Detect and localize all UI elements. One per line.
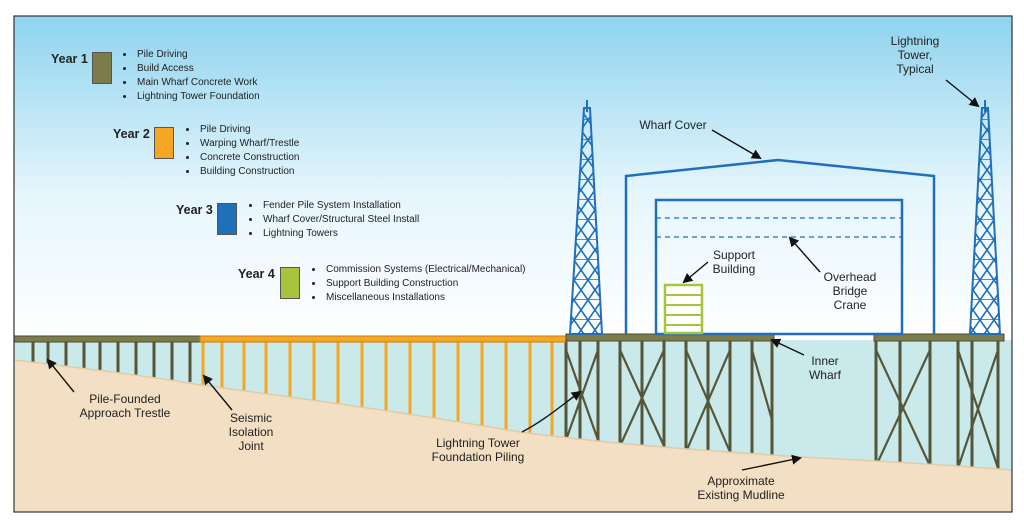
task-item: Warping Wharf/Trestle <box>198 137 300 151</box>
sky <box>14 16 1012 342</box>
year-2-tasks: Pile Driving Warping Wharf/Trestle Concr… <box>184 123 300 179</box>
task-item: Commission Systems (Electrical/Mechanica… <box>324 263 526 277</box>
inner-wharf-deck <box>873 333 1005 342</box>
wharf-cover-label: Wharf Cover <box>639 118 707 132</box>
task-item: Wharf Cover/Structural Steel Install <box>261 213 419 227</box>
year-4-swatch <box>280 267 300 299</box>
mudline-edge <box>13 359 1013 471</box>
mud <box>14 360 1012 512</box>
lightning-tower-left <box>568 100 604 335</box>
task-item: Building Construction <box>198 165 300 179</box>
year-1-label: Year 1 <box>51 52 88 66</box>
year-3-tasks: Fender Pile System Installation Wharf Co… <box>247 199 419 241</box>
year-2-label: Year 2 <box>113 127 150 141</box>
task-item: Fender Pile System Installation <box>261 199 419 213</box>
year-1-tasks: Pile Driving Build Access Main Wharf Con… <box>121 48 260 104</box>
wharf-piles <box>564 340 1000 470</box>
approach-trestle-label: Pile-Founded Approach Trestle <box>79 392 171 420</box>
task-item: Pile Driving <box>198 123 300 137</box>
overhead-crane-label: Overhead Bridge Crane <box>823 270 877 312</box>
year-3-swatch <box>217 203 237 235</box>
frame-border <box>13 15 1013 513</box>
task-item: Pile Driving <box>135 48 260 62</box>
year-2-swatch <box>154 127 174 159</box>
year2-trestle-piles <box>201 342 554 436</box>
leader-arrows <box>46 79 980 471</box>
inner-wharf-label: Inner Wharf <box>808 354 841 382</box>
support-building-label: Support Building <box>712 248 756 276</box>
support-building <box>663 283 704 335</box>
task-item: Lightning Tower Foundation <box>135 90 260 104</box>
mudline-label: Approximate Existing Mudline <box>697 474 785 502</box>
overhead-crane-frame <box>654 198 904 336</box>
task-item: Miscellaneous Installations <box>324 291 526 305</box>
task-item: Main Wharf Concrete Work <box>135 76 260 90</box>
year2-trestle-deck <box>199 335 567 343</box>
lightning-tower-label: Lightning Tower, Typical <box>890 34 940 76</box>
wharf-cover <box>624 158 936 334</box>
task-item: Build Access <box>135 62 260 76</box>
task-item: Lightning Towers <box>261 227 419 241</box>
approach-trestle-deck <box>13 335 201 343</box>
task-item: Support Building Construction <box>324 277 526 291</box>
year-1-swatch <box>92 52 112 84</box>
year-3-label: Year 3 <box>176 203 213 217</box>
year-4-label: Year 4 <box>238 267 275 281</box>
lightning-tower-right <box>968 100 1002 335</box>
task-item: Concrete Construction <box>198 151 300 165</box>
tower-piling-label: Lightning Tower Foundation Piling <box>431 436 525 464</box>
seismic-joint-label: Seismic Isolation Joint <box>228 411 274 453</box>
year-4-tasks: Commission Systems (Electrical/Mechanica… <box>310 263 526 305</box>
